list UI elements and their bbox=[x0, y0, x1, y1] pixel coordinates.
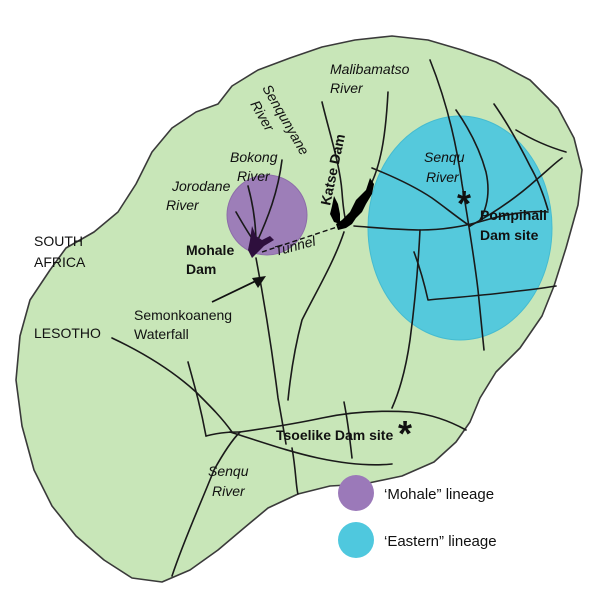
label-semonkoaneng-waterfall-2: Waterfall bbox=[134, 326, 189, 342]
label-senqu-river-south-2: River bbox=[212, 483, 246, 499]
asterisk-pompihali: * bbox=[457, 183, 471, 224]
label-south-africa: SOUTH bbox=[34, 233, 83, 249]
label-malibamatso-river: Malibamatso bbox=[330, 61, 410, 77]
label-bokong-river: Bokong bbox=[230, 149, 278, 165]
label-lesotho: LESOTHO bbox=[34, 325, 101, 341]
label-jorodane-river-2: River bbox=[166, 197, 200, 213]
legend-eastern-label: ‘Eastern” lineage bbox=[384, 533, 497, 550]
transfer-tunnel bbox=[261, 225, 341, 253]
legend: ‘Mohale” lineage ‘Eastern” lineage bbox=[338, 475, 497, 558]
katse-dam-reservoir bbox=[336, 178, 374, 230]
legend-mohale-swatch bbox=[338, 475, 374, 511]
label-semonkoaneng-waterfall: Semonkoaneng bbox=[134, 307, 232, 323]
label-mohale-dam-2: Dam bbox=[186, 261, 216, 277]
asterisk-tsoelike: * bbox=[398, 413, 412, 454]
label-pompihali-dam-site: Pompihali bbox=[480, 207, 547, 223]
mohale-dam-reservoir bbox=[248, 226, 274, 258]
label-mohale-dam: Mohale bbox=[186, 242, 234, 258]
label-malibamatso-river-2: River bbox=[330, 80, 364, 96]
label-senqu-river-east: Senqu bbox=[424, 149, 465, 165]
legend-eastern-swatch bbox=[338, 522, 374, 558]
semonkoaneng-arrowhead bbox=[252, 276, 266, 288]
semonkoaneng-arrow bbox=[211, 279, 259, 303]
label-bokong-river-2: River bbox=[237, 168, 271, 184]
katse-dam-arm bbox=[330, 196, 340, 224]
label-south-africa-2: AFRICA bbox=[34, 254, 86, 270]
mohale-lineage-area bbox=[226, 174, 308, 256]
label-senqu-river-east-2: River bbox=[426, 169, 460, 185]
label-jorodane-river: Jorodane bbox=[171, 178, 231, 194]
label-pompihali-dam-site-2: Dam site bbox=[480, 227, 539, 243]
label-tsoelike-dam-site: Tsoelike Dam site bbox=[276, 427, 393, 443]
legend-mohale-label: ‘Mohale” lineage bbox=[384, 486, 494, 503]
label-senqu-river-south: Senqu bbox=[208, 463, 249, 479]
